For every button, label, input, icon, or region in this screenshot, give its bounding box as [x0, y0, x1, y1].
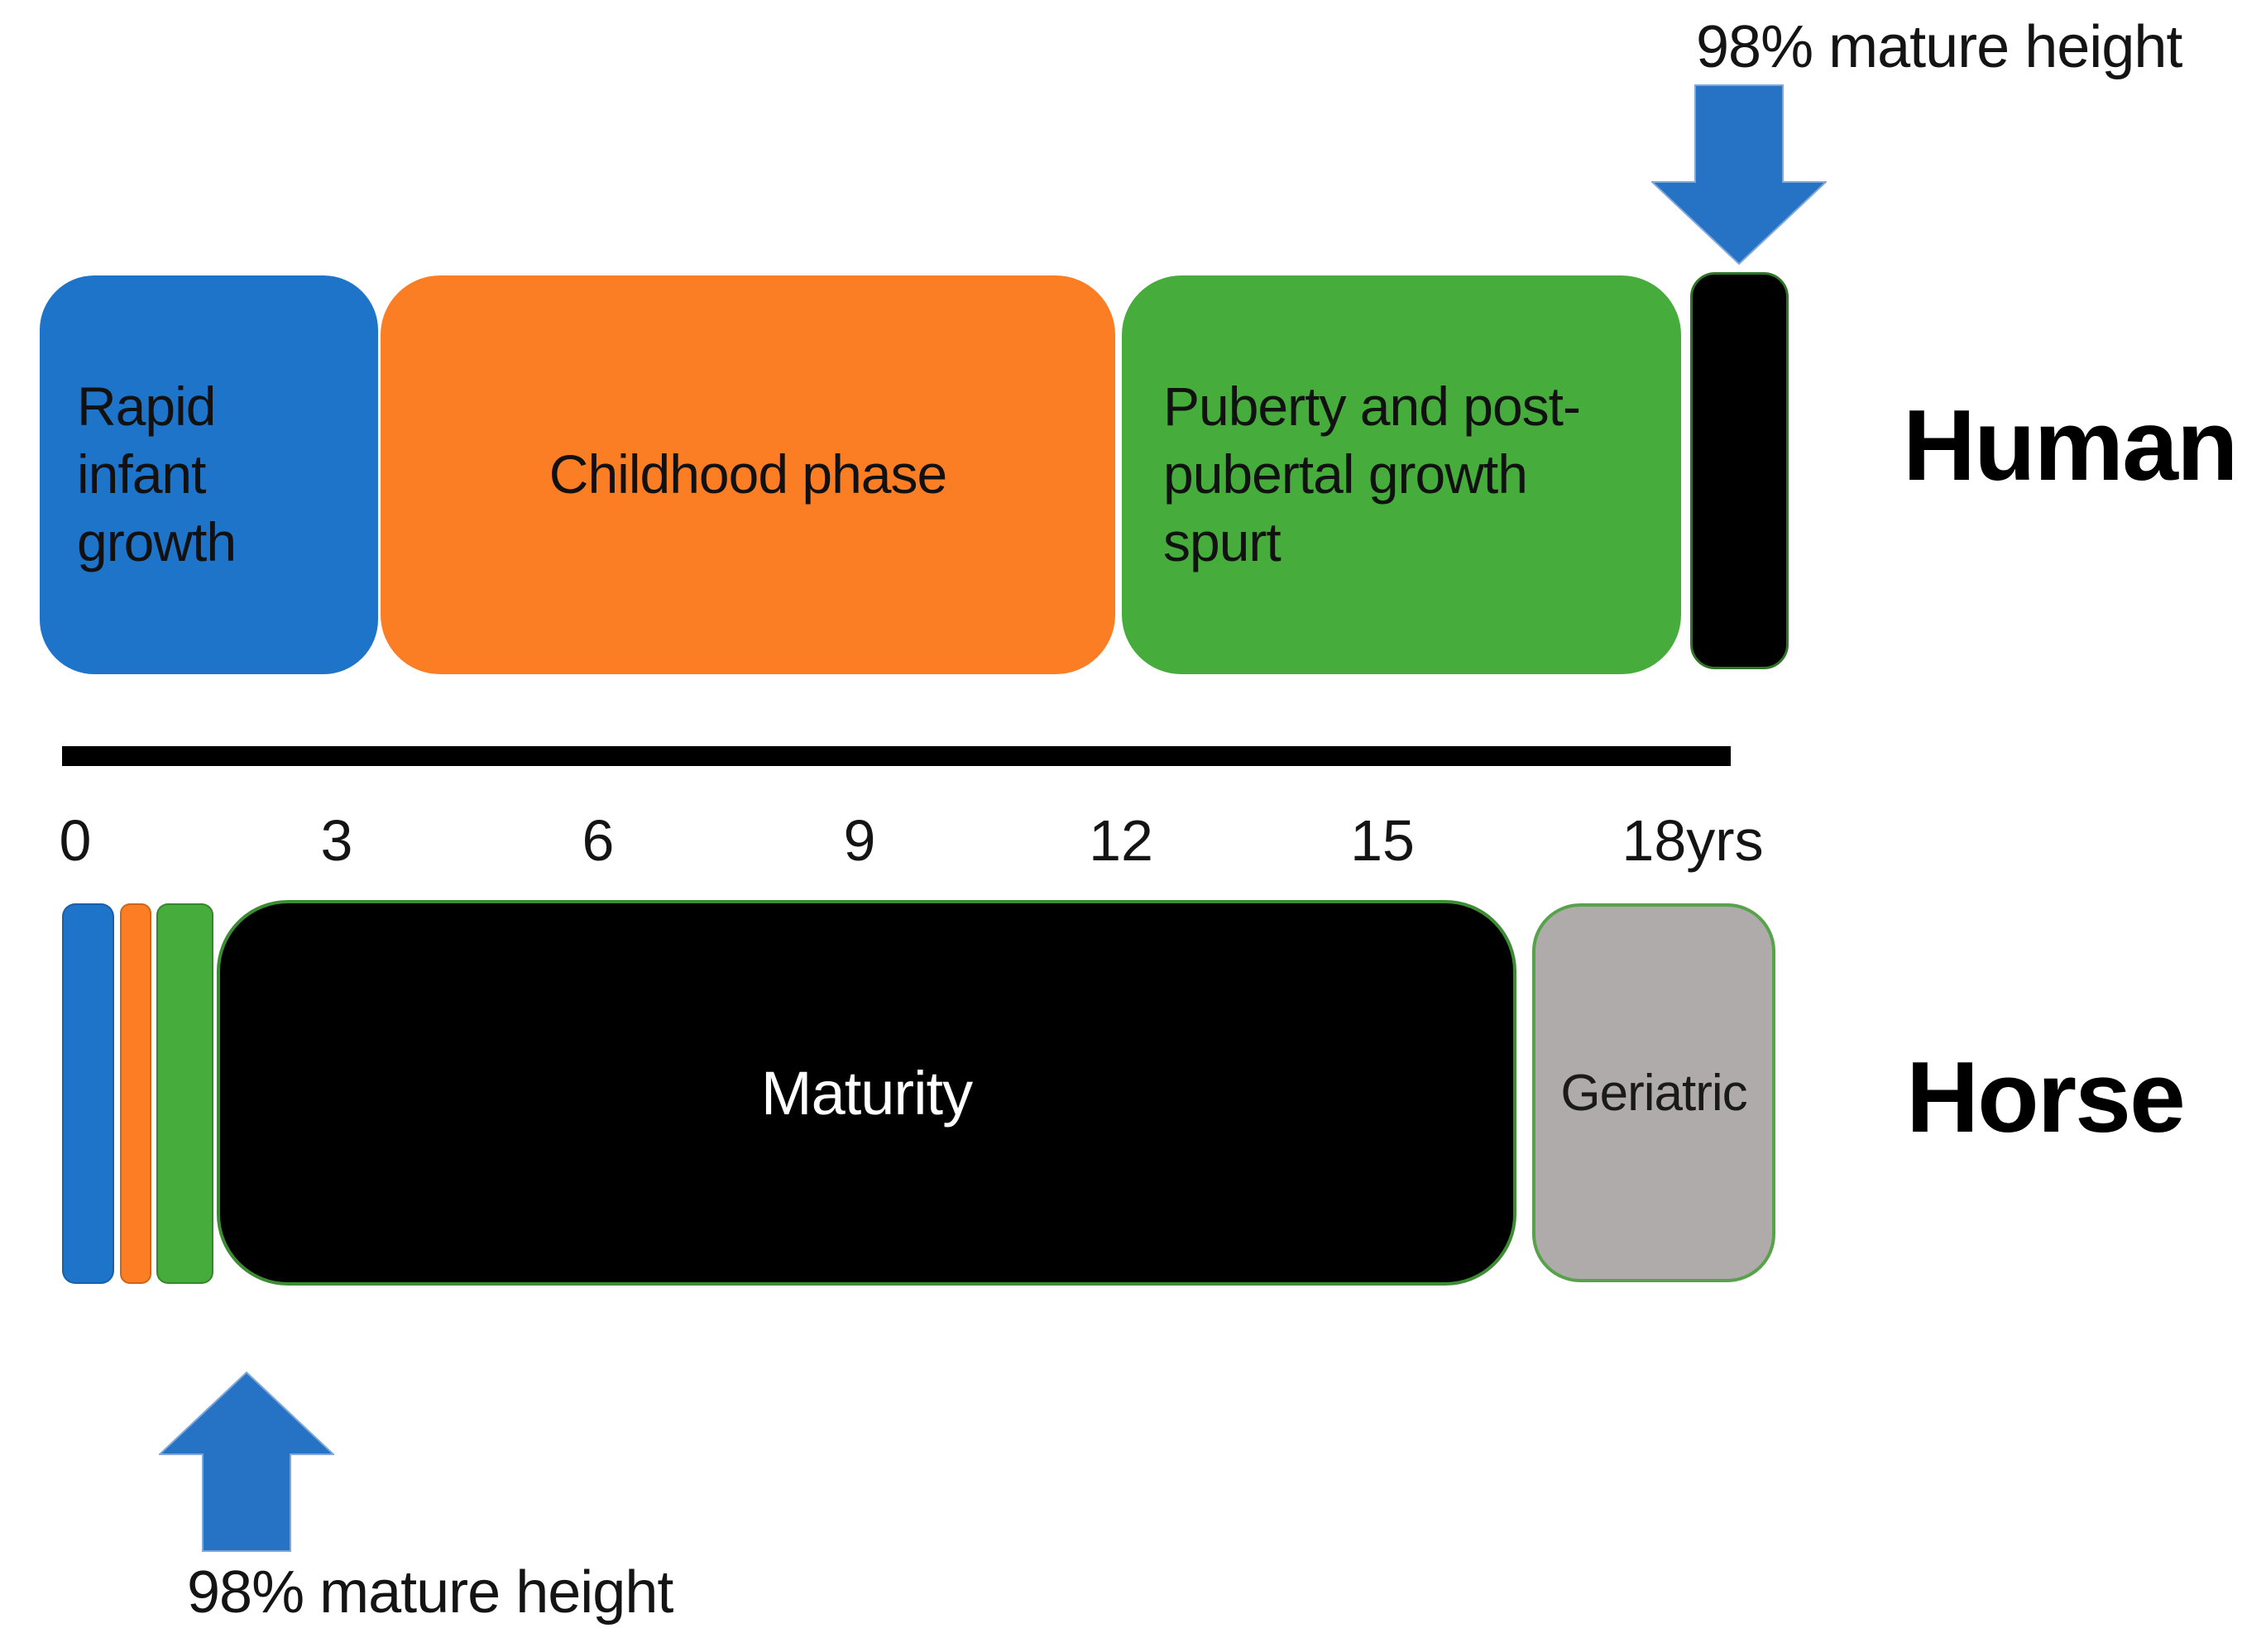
horse-phase-maturity: Maturity	[217, 900, 1516, 1286]
mature-height-bottom-label: 98% mature height	[187, 1559, 673, 1626]
mature-height-top-label: 98% mature height	[1696, 14, 2182, 80]
phase-label: Geriatric	[1560, 1064, 1747, 1122]
timeline-axis-line	[62, 746, 1731, 766]
axis-tick-0: 0	[59, 808, 92, 873]
down-arrow-icon	[1651, 84, 1827, 265]
human-mature-height-marker-bar	[1690, 272, 1789, 669]
horse-phase-geriatric: Geriatric	[1532, 903, 1775, 1282]
horse-phase-childhood-sliver	[120, 903, 151, 1284]
human-phase-rapid-infant-growth: Rapid infant growth	[40, 275, 378, 674]
human-phase-childhood: Childhood phase	[381, 275, 1115, 674]
phase-label: Maturity	[760, 1058, 973, 1128]
phase-label: Rapid infant growth	[77, 376, 237, 572]
axis-tick-18yrs: 18yrs	[1622, 808, 1764, 873]
horse-row-label: Horse	[1906, 1041, 2186, 1153]
horse-phase-infant-sliver	[62, 903, 114, 1284]
phase-label: Puberty and post-pubertal growth spurt	[1163, 376, 1581, 572]
axis-tick-3: 3	[320, 808, 353, 873]
human-phase-puberty-growth-spurt: Puberty and post-pubertal growth spurt	[1122, 275, 1681, 674]
axis-tick-6: 6	[582, 808, 615, 873]
axis-tick-15: 15	[1350, 808, 1415, 873]
up-arrow-icon	[159, 1372, 334, 1552]
axis-tick-12: 12	[1089, 808, 1153, 873]
horse-phase-puberty-sliver	[156, 903, 213, 1284]
phase-label: Childhood phase	[549, 443, 947, 505]
axis-tick-9: 9	[843, 808, 876, 873]
human-row-label: Human	[1903, 389, 2238, 501]
